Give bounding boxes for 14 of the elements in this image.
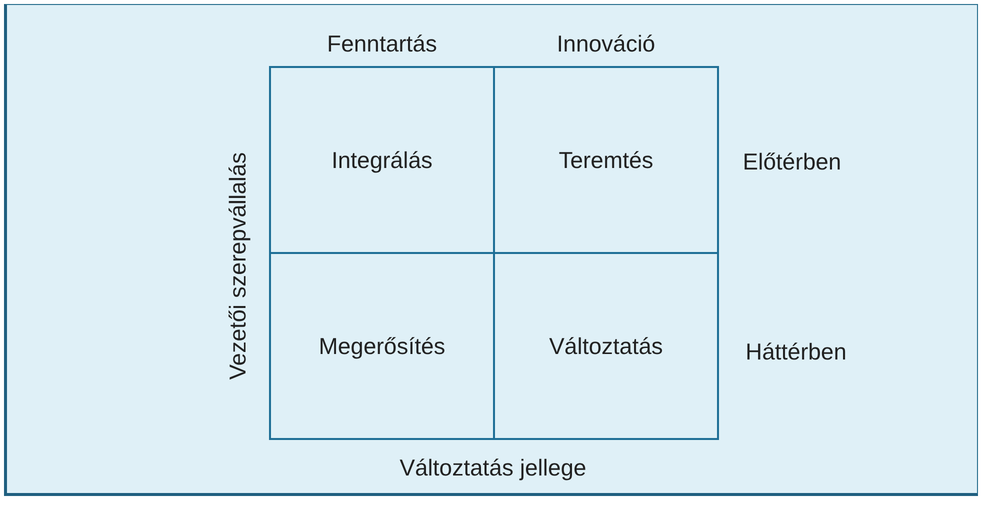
axis-title: Vezetői szerepvállalás [224,152,252,380]
column-header: Fenntartás [327,30,437,58]
matrix-cell [493,66,719,254]
cell-label: Teremtés [558,146,654,174]
cell-label: Megerősítés [318,332,446,360]
matrix-cell [269,66,495,254]
row-header: Előtérben [742,148,842,176]
row-header: Háttérben [746,338,846,366]
matrix-cell [493,252,719,440]
axis-title: Változtatás jellege [400,454,586,482]
cell-label: Integrálás [331,146,432,174]
matrix-cell [269,252,495,440]
cell-label: Változtatás [549,332,663,360]
column-header: Innováció [556,30,656,58]
